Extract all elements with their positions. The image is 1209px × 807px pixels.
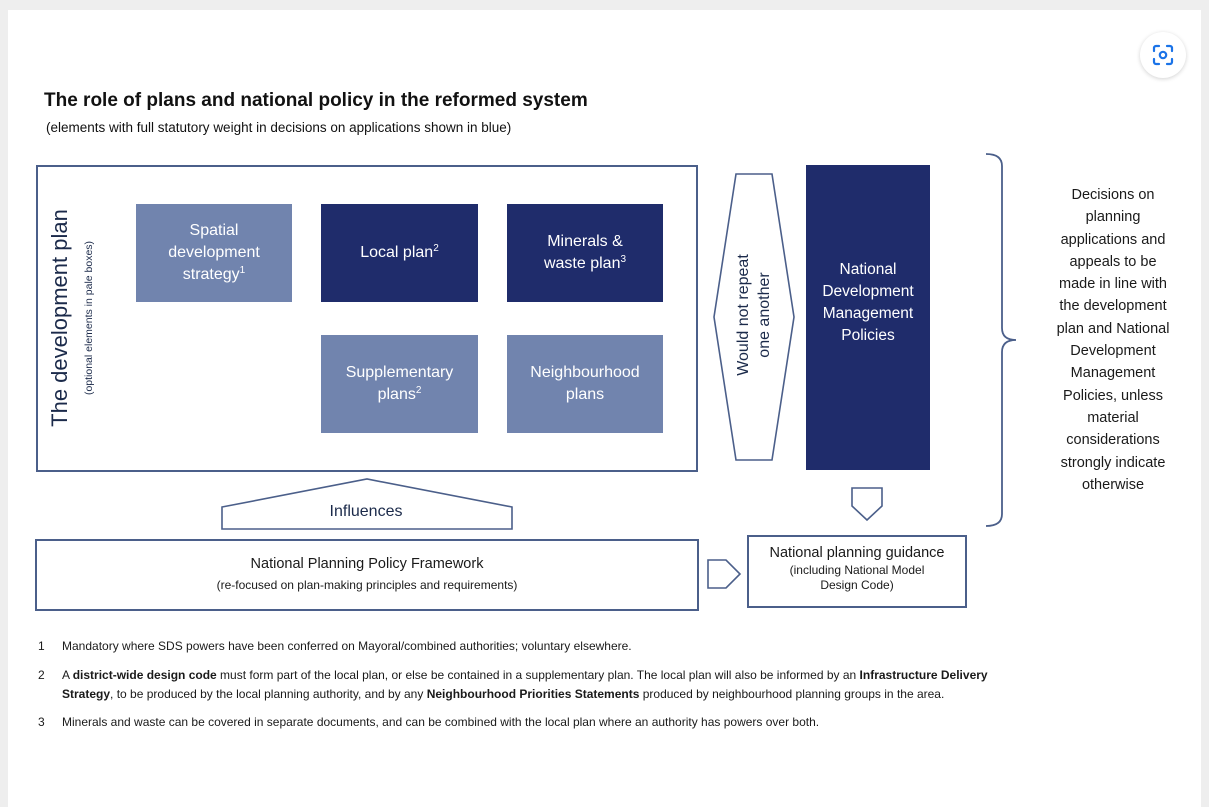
guidance-title: National planning guidance: [769, 545, 945, 561]
decisions-line: the development: [1059, 298, 1167, 315]
decisions-line: Management: [1070, 365, 1156, 382]
footnote-number: 2: [38, 668, 45, 682]
lens-button[interactable]: [1140, 32, 1186, 78]
footnote-emphasis: district-wide design code: [72, 668, 217, 682]
nppf-subtitle: (re-focused on plan-making principles an…: [216, 578, 518, 592]
decisions-line: otherwise: [1081, 476, 1145, 493]
no-repeat-label: Would not repeat one another: [733, 254, 775, 376]
decisions-line: Decisions on: [1071, 187, 1155, 203]
local-plan-label: Local plan: [360, 244, 434, 261]
supplementary-line1: Supplementary: [345, 364, 454, 381]
down-arrow-ndmp-to-guidance: [851, 487, 883, 522]
influences-label: Influences: [329, 503, 403, 520]
minerals-footnote-ref: 3: [620, 254, 627, 265]
nppf-title: National Planning Policy Framework: [250, 556, 484, 572]
no-repeat-line2: one another: [756, 272, 773, 358]
curly-brace: [985, 153, 1017, 527]
decisions-line: appeals to be: [1069, 253, 1157, 270]
development-plan-label: The development plan: [47, 209, 72, 427]
sds-line2: development: [168, 244, 260, 261]
decisions-line: Policies, unless: [1063, 387, 1163, 404]
decisions-line: Development: [1070, 343, 1156, 360]
sds-footnote-ref: 1: [239, 265, 246, 276]
local-plan-box: Local plan2: [321, 204, 478, 302]
decisions-line: applications and: [1060, 231, 1166, 248]
footnote-1: 1 Mandatory where SDS powers have been c…: [38, 637, 1198, 657]
sds-line3: strategy: [182, 266, 240, 283]
footnote-2: 2 A district-wide design code must form …: [38, 666, 1198, 706]
ndmp-line4: Policies: [841, 326, 895, 344]
decisions-line: material: [1087, 409, 1139, 426]
supplementary-plans-box: Supplementary plans2: [321, 335, 478, 433]
footnote-text: Minerals and waste can be covered in sep…: [62, 715, 820, 729]
decisions-line: plan and National: [1056, 320, 1170, 337]
ndmp-line3: Management: [822, 304, 914, 322]
national-development-management-policies-box: National Development Management Policies: [806, 165, 930, 470]
no-repeat-line1: Would not repeat: [735, 254, 752, 376]
ndmp-line2: Development: [822, 282, 914, 300]
neighbourhood-line2: plans: [565, 386, 605, 403]
development-plan-sublabel: (optional elements in pale boxes): [83, 240, 95, 396]
neighbourhood-line1: Neighbourhood: [530, 364, 640, 381]
neighbourhood-plans-box: Neighbourhood plans: [507, 335, 663, 433]
right-arrow-nppf-to-guidance: [707, 559, 742, 589]
decisions-text: Decisions on planning applications and a…: [1032, 184, 1194, 496]
google-lens-icon: [1152, 44, 1174, 66]
guidance-line3: Design Code): [820, 578, 894, 592]
influences-arrow: [221, 478, 513, 530]
decisions-line: made in line with: [1059, 276, 1167, 293]
decisions-line: strongly indicate: [1060, 454, 1166, 471]
sds-line1: Spatial: [189, 222, 239, 239]
decisions-line: planning: [1085, 209, 1141, 226]
supplementary-footnote-ref: 2: [415, 385, 422, 396]
guidance-line2: (including National Model: [789, 563, 925, 577]
minerals-line2: waste plan: [543, 255, 621, 272]
ndmp-line1: National: [839, 260, 897, 278]
footnote-text: must form part of the local plan, or els…: [216, 668, 860, 682]
national-planning-guidance-box: National planning guidance (including Na…: [747, 535, 967, 608]
footnote-text: A: [62, 668, 73, 682]
nppf-box: National Planning Policy Framework (re-f…: [35, 539, 699, 611]
no-repeat-hexagon: [713, 173, 795, 461]
footnote-number: 1: [38, 639, 45, 653]
footnote-emphasis: Strategy: [62, 687, 111, 701]
footnote-3: 3 Minerals and waste can be covered in s…: [38, 713, 1198, 733]
footnote-emphasis: Infrastructure Delivery: [859, 668, 988, 682]
local-plan-footnote-ref: 2: [433, 243, 439, 254]
diagram-title: The role of plans and national policy in…: [44, 90, 588, 111]
minerals-line1: Minerals &: [547, 233, 623, 250]
minerals-waste-plan-box: Minerals & waste plan3: [507, 204, 663, 302]
footnote-text: produced by neighbourhood planning group…: [639, 687, 945, 701]
footnote-text: , to be produced by the local planning a…: [110, 687, 427, 701]
footnote-text: Mandatory where SDS powers have been con…: [62, 639, 632, 653]
decisions-line: considerations: [1066, 432, 1160, 449]
footnote-emphasis: Neighbourhood Priorities Statements: [426, 687, 640, 701]
spatial-development-strategy-box: Spatial development strategy1: [136, 204, 292, 302]
diagram-subtitle: (elements with full statutory weight in …: [46, 120, 512, 135]
development-plan-frame: [36, 165, 698, 472]
supplementary-line2: plans: [377, 386, 416, 403]
footnote-number: 3: [38, 715, 45, 729]
